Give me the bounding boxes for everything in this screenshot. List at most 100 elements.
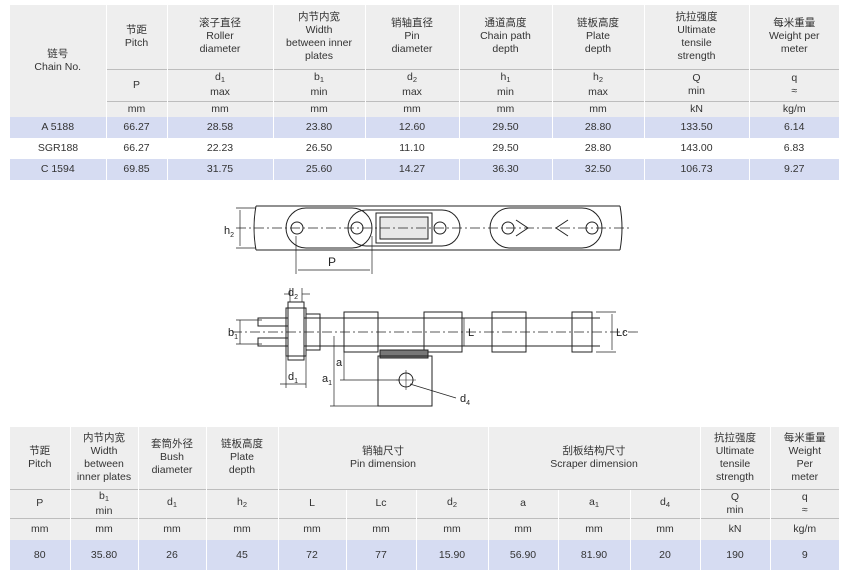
unit: mm — [10, 517, 70, 540]
label-a1: a1 — [322, 373, 332, 387]
cell: 6.14 — [748, 116, 839, 138]
cell: 45 — [205, 540, 278, 570]
label-l: L — [468, 327, 474, 339]
unit-pin: mm — [364, 100, 459, 117]
label-d1: d1 — [288, 371, 298, 385]
cell: 15.90 — [415, 540, 489, 570]
cell: 106.73 — [643, 158, 749, 180]
table-row: C 1594 69.85 31.75 25.60 14.27 36.30 32.… — [10, 158, 839, 180]
unit: mm — [277, 517, 346, 540]
unit: mm — [69, 517, 138, 540]
unit: mm — [415, 517, 489, 540]
label-d2: d2 — [288, 287, 298, 301]
unit-pitch: mm — [105, 100, 167, 117]
link-plate — [491, 311, 527, 353]
sym-lc: Lc — [345, 488, 416, 518]
cell: 81.90 — [557, 540, 631, 570]
pin-head — [257, 317, 289, 327]
sym-d1: d1 — [137, 488, 206, 518]
label-h2: h2 — [224, 225, 234, 239]
cell: 6.83 — [749, 137, 839, 159]
cell: 56.90 — [487, 540, 559, 570]
cell: A 5188 — [10, 116, 106, 138]
cell: 25.60 — [272, 158, 365, 180]
scraper-bar — [379, 349, 429, 359]
sym-q-lower: q≈ — [769, 488, 840, 518]
unit: mm — [205, 517, 278, 540]
cell: 35.80 — [69, 540, 138, 570]
unit-row: mm mm mm mm mm mm mm mm mm mm kN kg/m — [10, 517, 840, 540]
symbol-weight: q≈ — [748, 68, 839, 101]
cell: 69.85 — [105, 158, 167, 180]
sym-d2: d2 — [415, 488, 489, 518]
cell: 29.50 — [458, 116, 552, 138]
cell: 28.80 — [551, 116, 644, 138]
scraper-block — [377, 355, 433, 407]
label-lc: Lc — [616, 327, 628, 339]
cell: SGR188 — [10, 137, 106, 159]
unit: mm — [557, 517, 631, 540]
unit-tensile: kN — [643, 100, 749, 117]
sym-d4: d4 — [629, 488, 701, 518]
cell: 32.50 — [551, 158, 644, 180]
table-row: A 5188 66.27 28.58 23.80 12.60 29.50 28.… — [10, 116, 839, 138]
d4-leader — [409, 383, 457, 399]
unit: mm — [487, 517, 559, 540]
cell: 28.58 — [166, 116, 273, 138]
cell: 14.27 — [364, 158, 459, 180]
unit: mm — [137, 517, 206, 540]
chain-drawing: h2 P d2 b1 L Lc d1 a a1 d4 — [224, 205, 640, 407]
sym-a: a — [487, 488, 559, 518]
link-plate — [571, 311, 593, 353]
unit: kN — [699, 517, 771, 540]
cell: C 1594 — [10, 158, 106, 180]
cell: 36.30 — [458, 158, 552, 180]
cell: 77 — [345, 540, 416, 570]
cell: 72 — [277, 540, 346, 570]
cell: 9 — [769, 540, 840, 570]
cell: 66.27 — [106, 137, 167, 159]
cell: 31.75 — [166, 158, 273, 180]
link-plate — [343, 311, 379, 353]
label-b1: b1 — [228, 327, 238, 341]
unit-weight: kg/m — [748, 100, 839, 117]
cell: 28.80 — [552, 137, 644, 159]
cell: 66.27 — [105, 116, 167, 138]
label-p: P — [328, 255, 336, 269]
pin-head — [257, 337, 289, 347]
label-a: a — [336, 357, 343, 369]
cell: 80 — [10, 540, 70, 570]
cell: 9.27 — [748, 158, 839, 180]
unit: kg/m — [769, 517, 840, 540]
unit-plate: mm — [551, 100, 644, 117]
symbol-pitch: P — [105, 68, 167, 101]
cell: 133.50 — [643, 116, 749, 138]
sym-p: P — [10, 488, 70, 518]
unit: mm — [629, 517, 701, 540]
cell: 11.10 — [365, 137, 459, 159]
cell: 143.00 — [644, 137, 749, 159]
